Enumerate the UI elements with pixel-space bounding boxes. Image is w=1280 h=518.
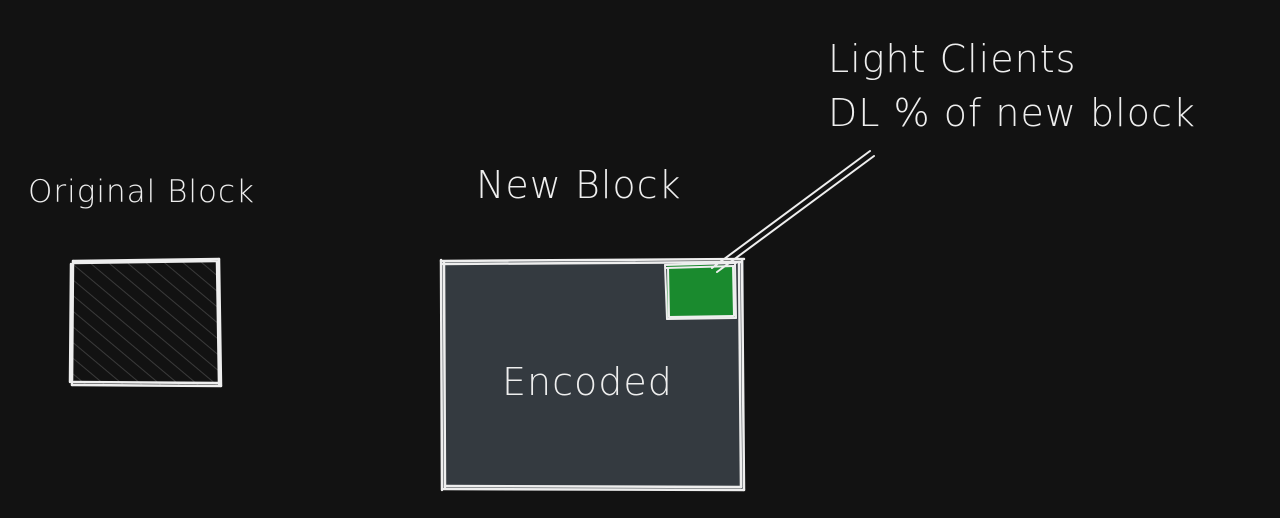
light-clients-line-1: Light Clients — [828, 37, 1077, 81]
connector-line — [711, 150, 875, 273]
sample-portion — [664, 262, 737, 320]
encoded-label: Encoded — [502, 360, 673, 404]
new-block-label: New Block — [476, 163, 682, 207]
light-clients-line-2: DL % of new block — [828, 91, 1196, 135]
light-clients-annotation: Light Clients DL % of new block — [828, 32, 1196, 140]
original-block-label: Original Block — [28, 174, 255, 210]
original-block — [68, 257, 223, 388]
